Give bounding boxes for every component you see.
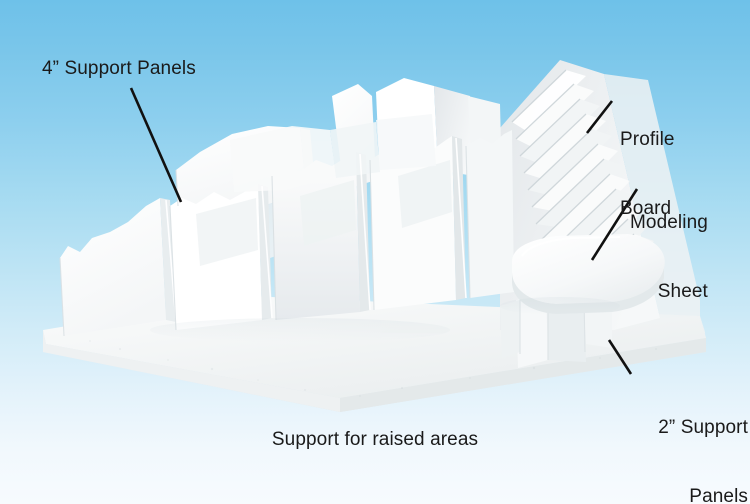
label-profile-board-line1: Profile — [620, 129, 675, 150]
label-2in-support-panels-line2: Panels — [689, 486, 748, 504]
label-modeling-sheet-line2: Sheet — [657, 281, 708, 302]
label-2in-support-panels: 2” Support Panels — [658, 370, 748, 504]
label-profile-board-line2: Board — [620, 198, 672, 219]
label-2in-support-panels-line1: 2” Support — [658, 417, 748, 438]
support-panels-4in — [59, 78, 514, 337]
leader-line-4in-support-panels — [129, 87, 183, 203]
label-modeling-sheet: Modeling Sheet — [630, 165, 708, 349]
leader-line-modeling-sheet — [590, 188, 639, 261]
leader-line-profile-board — [585, 100, 614, 134]
leader-line-2in-support-panels — [607, 339, 633, 375]
label-modeling-sheet-line1: Modeling — [630, 212, 708, 233]
modeling-sheet — [512, 234, 665, 314]
label-profile-board: Profile Board — [620, 82, 675, 266]
caption: Support for raised areas — [271, 429, 479, 450]
label-4in-support-panels: 4” Support Panels — [42, 58, 196, 79]
